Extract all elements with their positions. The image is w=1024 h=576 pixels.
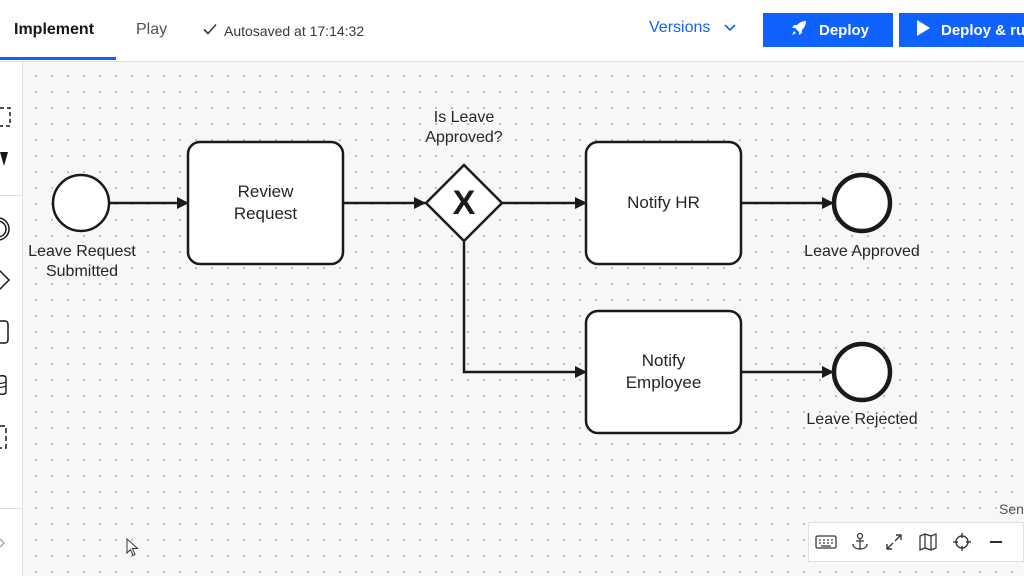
review-request-task[interactable]: [186, 140, 345, 266]
gateway-label-line1: Is Leave: [433, 109, 495, 126]
fullscreen-icon[interactable]: [877, 523, 911, 561]
top-bar: Implement Play Autosaved at 17:14:32 Ver…: [0, 0, 1024, 62]
sequence-flow[interactable]: [462, 242, 587, 378]
start-event[interactable]: [51, 173, 111, 233]
end-approved-label: Leave Approved: [804, 243, 920, 260]
connect-tool-icon[interactable]: [0, 144, 22, 174]
notify-hr-label: Notify HR: [627, 193, 700, 212]
side-panel-label: Sen: [999, 501, 1024, 517]
palette-divider: [0, 508, 22, 509]
tab-play[interactable]: Play: [136, 21, 168, 38]
map-icon[interactable]: [911, 523, 945, 561]
collapse-arrow-icon[interactable]: [0, 528, 22, 558]
exclusive-gateway[interactable]: [424, 163, 504, 243]
autosave-status: Autosaved at 17:14:32: [202, 21, 364, 40]
deploy-button[interactable]: Deploy: [763, 13, 893, 47]
tool-palette: [0, 62, 23, 576]
end-rejected-label: Leave Rejected: [806, 411, 918, 428]
deploy-and-run-button[interactable]: Deploy & ru: [899, 13, 1024, 47]
end-event-rejected[interactable]: [831, 341, 893, 403]
versions-label: Versions: [649, 19, 711, 36]
checkmark-icon: [202, 21, 218, 40]
deploy-run-label: Deploy & ru: [941, 21, 1024, 39]
gateway-x-icon: X: [452, 184, 476, 222]
start-event-label-line2: Submitted: [45, 263, 119, 280]
chevron-down-icon: [724, 19, 736, 37]
start-event-label: Leave Request Submitted: [16, 242, 148, 282]
review-request-label: Review Request: [188, 142, 343, 264]
gateway-label-line2: Approved?: [425, 129, 503, 146]
notify-hr-task[interactable]: [584, 140, 743, 266]
deploy-label: Deploy: [819, 21, 870, 39]
tab-implement[interactable]: Implement: [0, 0, 116, 60]
review-request-line1: Review: [237, 182, 294, 201]
start-event-label-line1: Leave Request: [28, 243, 136, 260]
end-event-approved[interactable]: [831, 172, 893, 234]
zoom-out-icon[interactable]: [979, 523, 1013, 561]
crosshair-icon[interactable]: [945, 523, 979, 561]
notify-employee-line1: Notify: [641, 351, 686, 370]
gateway-label: Is Leave Approved?: [404, 108, 524, 148]
palette-divider: [0, 195, 22, 196]
task-tool-icon[interactable]: [0, 317, 22, 347]
event-tool-icon[interactable]: [0, 214, 22, 244]
notify-employee-task[interactable]: [584, 309, 743, 435]
notify-employee-line2: Employee: [625, 373, 702, 392]
keyboard-icon[interactable]: [809, 523, 843, 561]
subprocess-tool-icon[interactable]: [0, 422, 22, 452]
play-icon: [915, 19, 931, 41]
anchor-icon[interactable]: [843, 523, 877, 561]
gateway-tool-icon[interactable]: [0, 265, 22, 295]
canvas-controls: [808, 522, 1024, 562]
mouse-cursor-icon: [126, 537, 140, 563]
data-store-tool-icon[interactable]: [0, 370, 22, 400]
rocket-icon: [789, 18, 809, 42]
autosave-text: Autosaved at 17:14:32: [224, 22, 365, 39]
notify-employee-label: Notify Employee: [586, 311, 741, 433]
versions-dropdown[interactable]: Versions: [649, 19, 736, 37]
review-request-line2: Request: [233, 204, 298, 223]
